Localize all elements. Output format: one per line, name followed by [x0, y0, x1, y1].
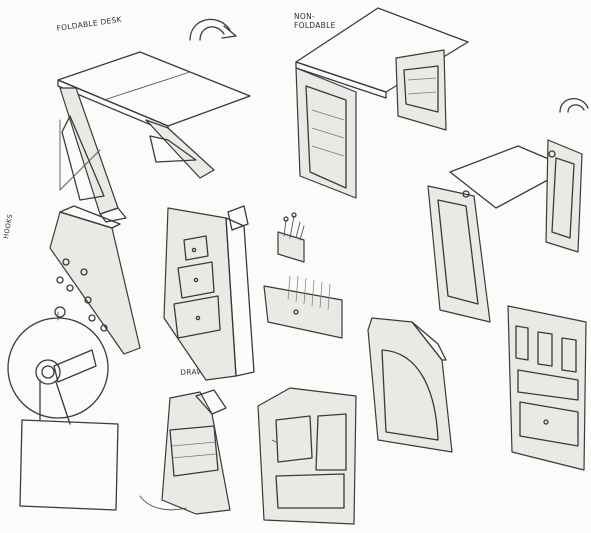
drawer-unit-sketch: [163, 205, 255, 381]
folding-frame-desk-sketch: [427, 139, 583, 323]
bench-unit-sketch: [257, 387, 357, 525]
pen-holder-sketch: [277, 212, 305, 263]
wall-organizer-sketch: [507, 305, 587, 471]
non-foldable-desk-sketch: [295, 7, 469, 199]
drawer-stand-sketch: [139, 389, 231, 515]
hook-bag-detail-sketch: [7, 311, 119, 511]
hooks-panel-sketch: [49, 205, 141, 355]
rotate-arrow-icon: [189, 18, 237, 41]
foldable-desk-sketch: [57, 51, 251, 223]
rotate-arrow-icon: [559, 98, 589, 113]
label-non-foldable: NON-FOLDABLE: [294, 12, 336, 30]
wall-pocket-sketch: [263, 275, 343, 339]
arched-panel-sketch: [367, 317, 453, 453]
